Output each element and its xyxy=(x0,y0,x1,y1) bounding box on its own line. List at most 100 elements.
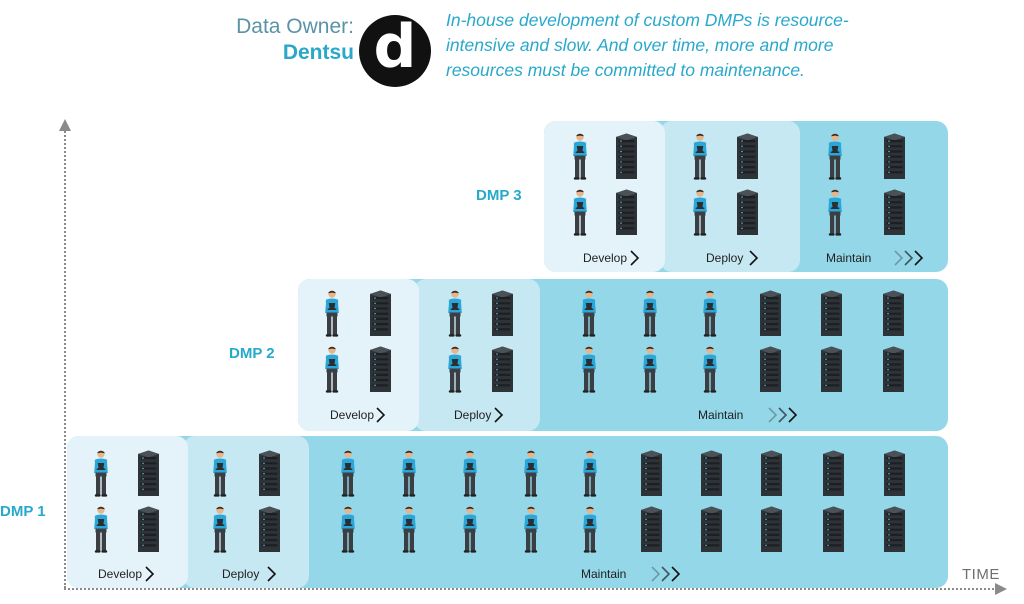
dmp3-develop-phase xyxy=(544,121,665,272)
y-axis xyxy=(64,128,66,588)
server-rack-icon xyxy=(136,450,161,503)
person-with-tablet-icon xyxy=(825,189,845,242)
server-rack-icon xyxy=(819,290,844,343)
person-with-tablet-icon xyxy=(690,189,710,242)
dmp1-maintain-label: Maintain xyxy=(581,567,627,581)
server-rack-icon xyxy=(881,346,906,399)
x-axis-label: TIME xyxy=(962,566,1000,583)
person-with-tablet-icon xyxy=(445,290,465,343)
server-rack-icon xyxy=(881,290,906,343)
person-with-tablet-icon xyxy=(322,290,342,343)
server-rack-icon xyxy=(758,290,783,343)
person-with-tablet-icon xyxy=(580,506,600,559)
dmp3-develop-label: Develop xyxy=(583,251,628,265)
data-owner-name: Dentsu xyxy=(282,41,354,64)
person-with-tablet-icon xyxy=(521,450,541,503)
person-with-tablet-icon xyxy=(690,133,710,186)
dmp3-deploy-phase xyxy=(660,121,800,272)
dmp2-deploy-phase xyxy=(414,279,540,431)
chevron-right-icon xyxy=(768,407,800,428)
dmp2-develop-phase xyxy=(298,279,419,431)
chevron-right-icon xyxy=(494,407,506,428)
person-with-tablet-icon xyxy=(445,346,465,399)
dmp1-deploy-phase xyxy=(183,436,309,588)
person-with-tablet-icon xyxy=(399,450,419,503)
server-rack-icon xyxy=(819,346,844,399)
person-with-tablet-icon xyxy=(91,450,111,503)
chevron-right-icon xyxy=(749,250,761,271)
dmp2-develop-label: Develop xyxy=(330,408,375,422)
server-rack-icon xyxy=(735,133,760,186)
dmp3-deploy-label: Deploy xyxy=(706,251,744,265)
chevron-right-icon xyxy=(145,566,157,587)
chevron-right-icon xyxy=(894,250,926,271)
person-with-tablet-icon xyxy=(825,133,845,186)
server-rack-icon xyxy=(882,450,907,503)
dmp1-develop-label: Develop xyxy=(98,567,143,581)
person-with-tablet-icon xyxy=(399,506,419,559)
person-with-tablet-icon xyxy=(210,506,230,559)
server-rack-icon xyxy=(257,506,282,559)
server-rack-icon xyxy=(882,506,907,559)
dmp1-timeline: Develop Deploy Maintain xyxy=(67,436,948,588)
server-rack-icon xyxy=(759,450,784,503)
person-with-tablet-icon xyxy=(640,346,660,399)
dmp3-timeline: Develop Deploy Maintain xyxy=(544,121,948,272)
server-rack-icon xyxy=(821,450,846,503)
server-rack-icon xyxy=(368,346,393,399)
dmp2-timeline: Develop Deploy Maintain xyxy=(298,279,948,431)
data-owner-label: Data Owner: xyxy=(236,15,354,38)
person-with-tablet-icon xyxy=(338,506,358,559)
person-with-tablet-icon xyxy=(322,346,342,399)
person-with-tablet-icon xyxy=(91,506,111,559)
person-with-tablet-icon xyxy=(640,290,660,343)
person-with-tablet-icon xyxy=(570,133,590,186)
server-rack-icon xyxy=(257,450,282,503)
row-label-dmp3: DMP 3 xyxy=(476,187,522,204)
server-rack-icon xyxy=(699,450,724,503)
dmp2-maintain-label: Maintain xyxy=(698,408,744,422)
server-rack-icon xyxy=(639,450,664,503)
person-with-tablet-icon xyxy=(210,450,230,503)
dmp1-deploy-label: Deploy xyxy=(222,567,260,581)
person-with-tablet-icon xyxy=(460,506,480,559)
person-with-tablet-icon xyxy=(700,290,720,343)
logo-letter: d xyxy=(373,12,417,82)
chevron-right-icon xyxy=(651,566,683,587)
dmp2-deploy-label: Deploy xyxy=(454,408,492,422)
server-rack-icon xyxy=(735,189,760,242)
description-quote: In-house development of custom DMPs is r… xyxy=(446,10,849,80)
server-rack-icon xyxy=(368,290,393,343)
server-rack-icon xyxy=(614,133,639,186)
chevron-right-icon xyxy=(267,566,279,587)
chevron-right-icon xyxy=(376,407,388,428)
server-rack-icon xyxy=(639,506,664,559)
person-with-tablet-icon xyxy=(570,189,590,242)
person-with-tablet-icon xyxy=(580,450,600,503)
y-axis-arrow-icon xyxy=(59,119,71,131)
server-rack-icon xyxy=(821,506,846,559)
person-with-tablet-icon xyxy=(460,450,480,503)
chevron-right-icon xyxy=(630,250,642,271)
person-with-tablet-icon xyxy=(579,346,599,399)
server-rack-icon xyxy=(759,506,784,559)
x-axis xyxy=(64,588,994,590)
server-rack-icon xyxy=(699,506,724,559)
server-rack-icon xyxy=(490,346,515,399)
dentsu-logo: d xyxy=(359,15,431,87)
person-with-tablet-icon xyxy=(579,290,599,343)
x-axis-arrow-icon xyxy=(995,583,1007,595)
server-rack-icon xyxy=(136,506,161,559)
server-rack-icon xyxy=(882,189,907,242)
server-rack-icon xyxy=(758,346,783,399)
row-label-dmp1: DMP 1 xyxy=(0,503,46,520)
person-with-tablet-icon xyxy=(700,346,720,399)
dmp1-develop-phase xyxy=(67,436,188,588)
dmp3-maintain-label: Maintain xyxy=(826,251,872,265)
person-with-tablet-icon xyxy=(338,450,358,503)
row-label-dmp2: DMP 2 xyxy=(229,345,275,362)
server-rack-icon xyxy=(614,189,639,242)
server-rack-icon xyxy=(882,133,907,186)
server-rack-icon xyxy=(490,290,515,343)
person-with-tablet-icon xyxy=(521,506,541,559)
